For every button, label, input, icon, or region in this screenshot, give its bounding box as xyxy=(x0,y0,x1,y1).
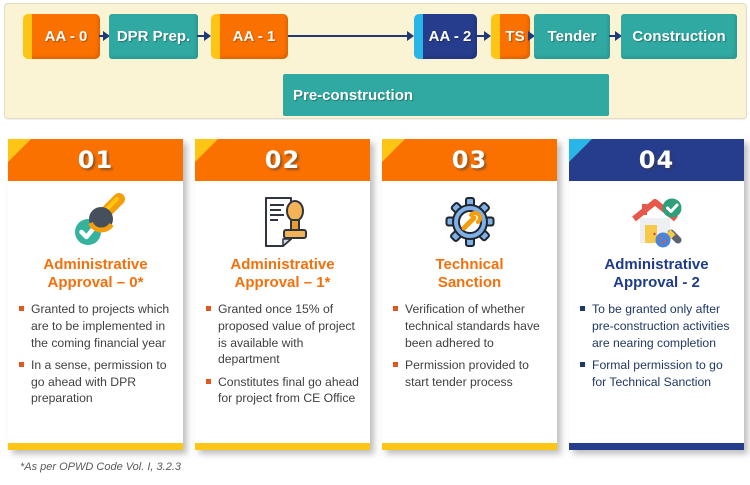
flow-step-label: AA - 1 xyxy=(220,14,288,59)
process-flow-panel: AA - 0 DPR Prep. AA - 1 AA - 2 xyxy=(4,3,747,119)
card-body: Administrative Approval – 0* Granted to … xyxy=(8,181,183,443)
card-number: 04 xyxy=(638,146,675,174)
card-header: 02 xyxy=(195,139,370,181)
approval-stamp-icon xyxy=(74,193,125,245)
stage-cards: 01 Administrative Approval – 0* Gr xyxy=(8,139,744,450)
arrow-right-icon xyxy=(476,31,491,41)
flow-step-aa2: AA - 2 xyxy=(414,14,477,59)
card-title: Administrative Approval – 1* xyxy=(230,256,335,291)
arrow-right-icon xyxy=(99,31,110,41)
card-accent-bar xyxy=(569,443,744,450)
card-number: 03 xyxy=(451,146,488,174)
flow-step-aa1: AA - 1 xyxy=(211,14,288,59)
house-check-icon xyxy=(631,198,681,248)
bullet-item: Permission provided to start tender proc… xyxy=(392,357,549,390)
step-accent-stripe xyxy=(491,14,500,59)
corner-triangle xyxy=(8,139,31,162)
card-body: Administrative Approval – 1* Granted onc… xyxy=(195,181,370,443)
card-technical-sanction: 03 xyxy=(382,139,557,450)
card-header: 01 xyxy=(8,139,183,181)
card-accent-bar xyxy=(382,443,557,450)
flow-step-tender: Tender xyxy=(534,14,610,59)
document-stamp-icon xyxy=(264,197,307,247)
card-accent-bar xyxy=(8,443,183,450)
corner-triangle xyxy=(569,139,592,162)
bullet-item: To be granted only after pre-constructio… xyxy=(579,301,736,351)
arrow-right-icon xyxy=(288,31,414,41)
bullet-item: Verification of whether technical standa… xyxy=(392,301,549,351)
pre-construction-label: Pre-construction xyxy=(293,86,414,104)
card-bullet-list: To be granted only after pre-constructio… xyxy=(577,301,736,396)
flow-step-label: DPR Prep. xyxy=(116,28,191,45)
card-administrative-approval-0: 01 Administrative Approval – 0* Gr xyxy=(8,139,183,450)
card-body: Technical Sanction Verification of wheth… xyxy=(382,181,557,443)
step-accent-stripe xyxy=(211,14,220,59)
flow-step-aa0: AA - 0 xyxy=(23,14,100,59)
card-number: 01 xyxy=(77,146,114,174)
flow-step-label: Tender xyxy=(547,28,597,45)
flow-step-ts: TS xyxy=(491,14,530,59)
flow-step-construction: Construction xyxy=(621,14,737,59)
flow-step-dpr-prep: DPR Prep. xyxy=(109,14,198,59)
bullet-item: Formal permission to go for Technical Sa… xyxy=(579,357,736,390)
card-bullet-list: Granted to projects which are to be impl… xyxy=(16,301,175,413)
card-administrative-approval-1: 02 Administrative Approval – 1* xyxy=(195,139,370,450)
flow-step-label: Construction xyxy=(632,28,726,45)
card-title: Technical Sanction xyxy=(435,256,504,291)
card-accent-bar xyxy=(195,443,370,450)
footnote: *As per OPWD Code Vol. I, 3.2.3 xyxy=(20,461,181,473)
bullet-item: Constitutes final go ahead for project f… xyxy=(205,374,362,407)
corner-triangle xyxy=(382,139,405,162)
gear-wrench-icon xyxy=(445,197,494,247)
flow-step-label: AA - 2 xyxy=(423,14,477,59)
arrow-right-icon xyxy=(528,31,535,41)
step-accent-stripe xyxy=(23,14,32,59)
arrow-right-icon xyxy=(197,31,211,41)
card-title: Administrative Approval – 0* xyxy=(43,256,148,291)
card-bullet-list: Verification of whether technical standa… xyxy=(390,301,549,396)
bullet-item: Granted to projects which are to be impl… xyxy=(18,301,175,351)
bullet-item: In a sense, permission to go ahead with … xyxy=(18,357,175,407)
card-title: Administrative Approval - 2 xyxy=(604,256,709,291)
corner-triangle xyxy=(195,139,218,162)
flow-step-label: TS xyxy=(500,14,530,59)
card-bullet-list: Granted once 15% of proposed value of pr… xyxy=(203,301,362,413)
step-accent-stripe xyxy=(414,14,423,59)
card-number: 02 xyxy=(264,146,301,174)
card-header: 03 xyxy=(382,139,557,181)
flow-step-label: AA - 0 xyxy=(32,14,100,59)
card-administrative-approval-2: 04 Adm xyxy=(569,139,744,450)
arrow-right-icon xyxy=(609,31,622,41)
pre-construction-bracket: Pre-construction xyxy=(283,74,609,116)
bullet-item: Granted once 15% of proposed value of pr… xyxy=(205,301,362,367)
card-header: 04 xyxy=(569,139,744,181)
card-body: Administrative Approval - 2 To be grante… xyxy=(569,181,744,443)
